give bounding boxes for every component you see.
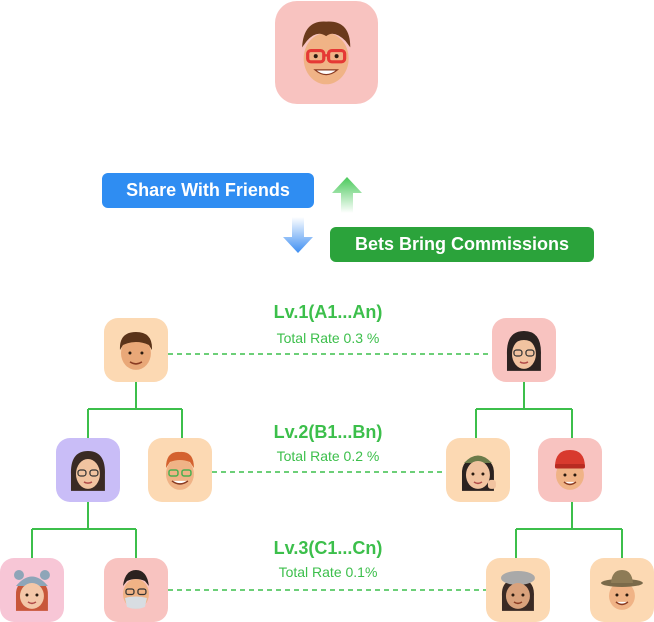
level-3-right-avatar-2	[590, 558, 654, 622]
level-2-rate: Total Rate 0.2 %	[276, 448, 380, 464]
level-1-rate: Total Rate 0.3 %	[276, 330, 380, 346]
level-2-right-avatar-1	[446, 438, 510, 502]
level-3-left-avatar-2	[104, 558, 168, 622]
tree-connector-left-1	[87, 382, 183, 438]
tree-connector-right-1	[475, 382, 573, 438]
memoji-man-red-glasses-icon	[302, 21, 351, 85]
arrow-up-icon	[332, 177, 362, 213]
memoji-man-green-glasses-icon	[166, 451, 194, 490]
memoji-woman-beret-icon	[501, 571, 535, 611]
level-2-left-avatar-1	[56, 438, 120, 502]
memoji-man-mask-icon	[123, 570, 149, 609]
level-1-left-avatar	[104, 318, 168, 382]
level-1-title: Lv.1(A1...An)	[273, 302, 383, 322]
level-3-right-avatar-1	[486, 558, 550, 622]
level-2-title: Lv.2(B1...Bn)	[273, 422, 383, 442]
top-user-avatar	[275, 1, 378, 104]
level-3-rate: Total Rate 0.1%	[278, 564, 378, 580]
level-3-left-avatar-1	[0, 558, 64, 622]
level-2-left-avatar-2	[148, 438, 212, 502]
tree-connector-right-2	[515, 502, 623, 558]
memoji-woman-cap-thumbs-up-icon	[461, 455, 496, 491]
share-with-friends-label: Share With Friends	[102, 173, 314, 208]
memoji-man-red-beanie-icon	[555, 450, 585, 490]
level-1-right-avatar	[492, 318, 556, 382]
level-2-right-avatar-2	[538, 438, 602, 502]
level-3-title: Lv.3(C1...Cn)	[273, 538, 383, 558]
tree-connector-left-2	[31, 502, 137, 558]
memoji-brown-hair-icon	[119, 332, 153, 370]
arrow-down-icon	[283, 217, 313, 253]
memoji-man-safari-hat-icon	[601, 570, 643, 610]
memoji-woman-glasses-icon	[70, 451, 106, 491]
bets-bring-commissions-label: Bets Bring Commissions	[330, 227, 594, 262]
memoji-girl-bear-hat-icon	[14, 570, 50, 611]
memoji-woman-glasses-icon	[506, 331, 542, 371]
